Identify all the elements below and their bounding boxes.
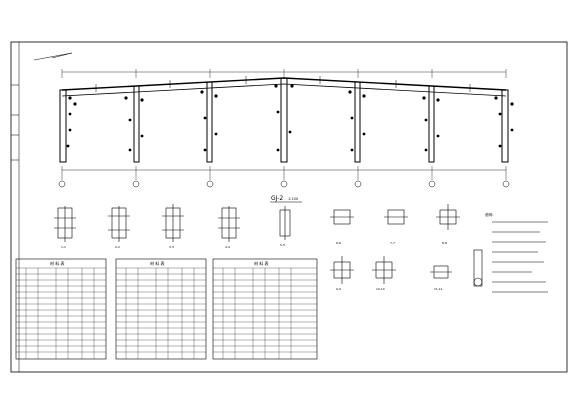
outer-border xyxy=(10,41,568,373)
material-table-title: 材 料 表 xyxy=(50,260,65,266)
elevation-title: GJ-2 xyxy=(271,195,283,202)
node-label: 1-1 xyxy=(61,245,66,249)
node-detail xyxy=(330,209,354,225)
frame-elevation xyxy=(58,69,514,188)
node-label: 5-5 xyxy=(280,243,285,247)
node-label: 10-10 xyxy=(376,287,385,291)
rafter-markers xyxy=(95,76,471,92)
axis-bubble xyxy=(58,180,66,188)
node-label: 3-3 xyxy=(169,245,174,249)
node-detail xyxy=(330,256,354,284)
note-lines xyxy=(492,221,548,293)
columns xyxy=(59,77,509,163)
axis-bubble xyxy=(428,180,436,188)
node-detail xyxy=(473,249,483,287)
node-label: 6-6 xyxy=(336,241,341,245)
node-label: 9-9 xyxy=(336,287,341,291)
axis-bubble xyxy=(206,180,214,188)
axis-bubbles xyxy=(58,180,510,188)
material-table: 材 料 表 xyxy=(15,258,107,360)
node-detail xyxy=(54,206,76,242)
node-detail xyxy=(430,265,452,279)
connection-details xyxy=(66,84,514,152)
node-label: 11-11 xyxy=(434,287,443,291)
elevation-scale: 1:100 xyxy=(288,197,298,201)
node-detail xyxy=(279,206,291,240)
axis-bubble xyxy=(132,180,140,188)
node-labels: 1-1 2-2 3-3 4-4 5-5 6-6 7-7 8-8 9-9 10-1… xyxy=(61,241,447,291)
orientation-pointer xyxy=(33,52,73,61)
node-detail xyxy=(384,209,408,225)
node-detail xyxy=(218,206,240,242)
node-label: 4-4 xyxy=(225,245,230,249)
notes-title: 说明： xyxy=(485,212,496,217)
rafter xyxy=(61,77,507,97)
bottom-dimension-line xyxy=(61,166,507,180)
node-details xyxy=(54,204,483,287)
node-label: 2-2 xyxy=(115,245,120,249)
node-detail xyxy=(372,256,396,284)
material-table: 材 料 表 xyxy=(212,258,318,360)
node-label: 8-8 xyxy=(442,241,447,245)
material-table-title: 材 料 表 xyxy=(150,260,165,266)
node-detail xyxy=(108,206,130,242)
material-table: 材 料 表 xyxy=(115,258,207,360)
left-title-strip xyxy=(11,42,20,372)
material-table-title: 材 料 表 xyxy=(254,260,269,266)
node-detail xyxy=(162,204,184,242)
top-dimension-line xyxy=(61,69,507,78)
general-notes: 说明： xyxy=(485,212,548,293)
axis-bubble xyxy=(280,180,288,188)
node-detail xyxy=(436,204,460,230)
axis-bubble xyxy=(354,180,362,188)
node-label: 7-7 xyxy=(390,241,395,245)
axis-bubble xyxy=(502,180,510,188)
